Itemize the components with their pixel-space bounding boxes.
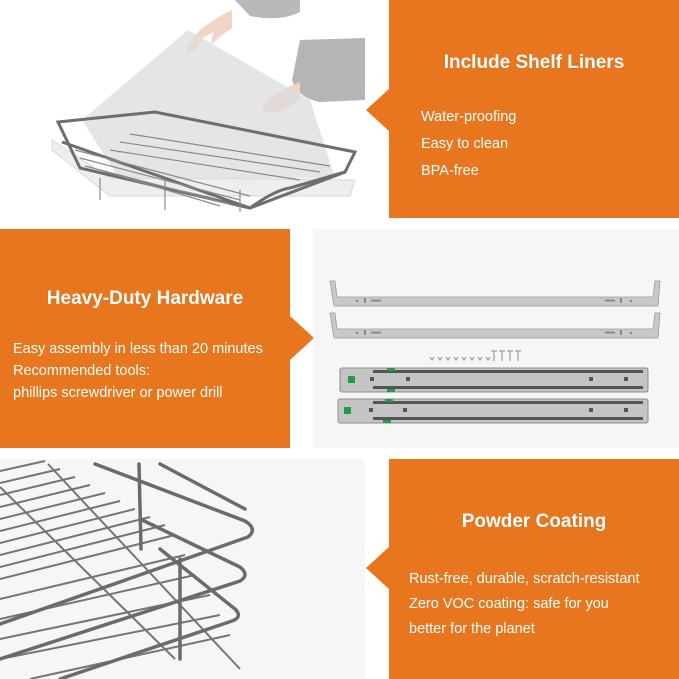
shelf-liner-image xyxy=(0,0,372,218)
bullet-recommended-tools: Recommended tools: xyxy=(13,363,151,379)
callout-arrow-left-icon xyxy=(366,546,390,590)
bullet-water-proofing: Water-proofing xyxy=(421,109,517,125)
hardware-image xyxy=(313,229,679,448)
bullet-bpa-free: BPA-free xyxy=(421,163,479,179)
powder-coating-panel: Powder Coating Rust-free, durable, scrat… xyxy=(389,459,679,679)
powder-coating-title: Powder Coating xyxy=(461,511,607,532)
hardware-panel: Heavy-Duty Hardware Easy assembly in les… xyxy=(0,229,290,448)
callout-arrow-right-icon xyxy=(290,316,314,360)
brackets-slides-screws-illustration xyxy=(329,280,661,424)
shelf-liners-panel: Include Shelf Liners Water-proofing Easy… xyxy=(389,0,679,218)
hardware-title: Heavy-Duty Hardware xyxy=(46,288,244,309)
bullet-rust-free: Rust-free, durable, scratch-resistant xyxy=(409,571,640,587)
bullet-easy-assembly: Easy assembly in less than 20 minutes xyxy=(13,341,263,357)
basket-with-liner-illustration xyxy=(51,0,365,212)
bullet-easy-to-clean: Easy to clean xyxy=(421,136,509,152)
powder-coating-bullets: Rust-free, durable, scratch-resistant Ze… xyxy=(409,567,639,642)
shelf-liners-bullets: Water-proofing Easy to clean BPA-free xyxy=(421,104,516,185)
shelf-liners-title: Include Shelf Liners xyxy=(443,52,625,73)
bullet-tools-list: phillips screwdriver or power drill xyxy=(13,385,223,401)
bullet-better-for-planet: better for the planet xyxy=(409,621,535,637)
wire-basket-closeup-illustration xyxy=(0,460,255,679)
bullet-zero-voc: Zero VOC coating: safe for you xyxy=(409,596,609,612)
callout-arrow-left-icon xyxy=(366,88,390,132)
hardware-bullets: Easy assembly in less than 20 minutes Re… xyxy=(13,338,263,404)
powder-coating-image xyxy=(0,459,365,679)
